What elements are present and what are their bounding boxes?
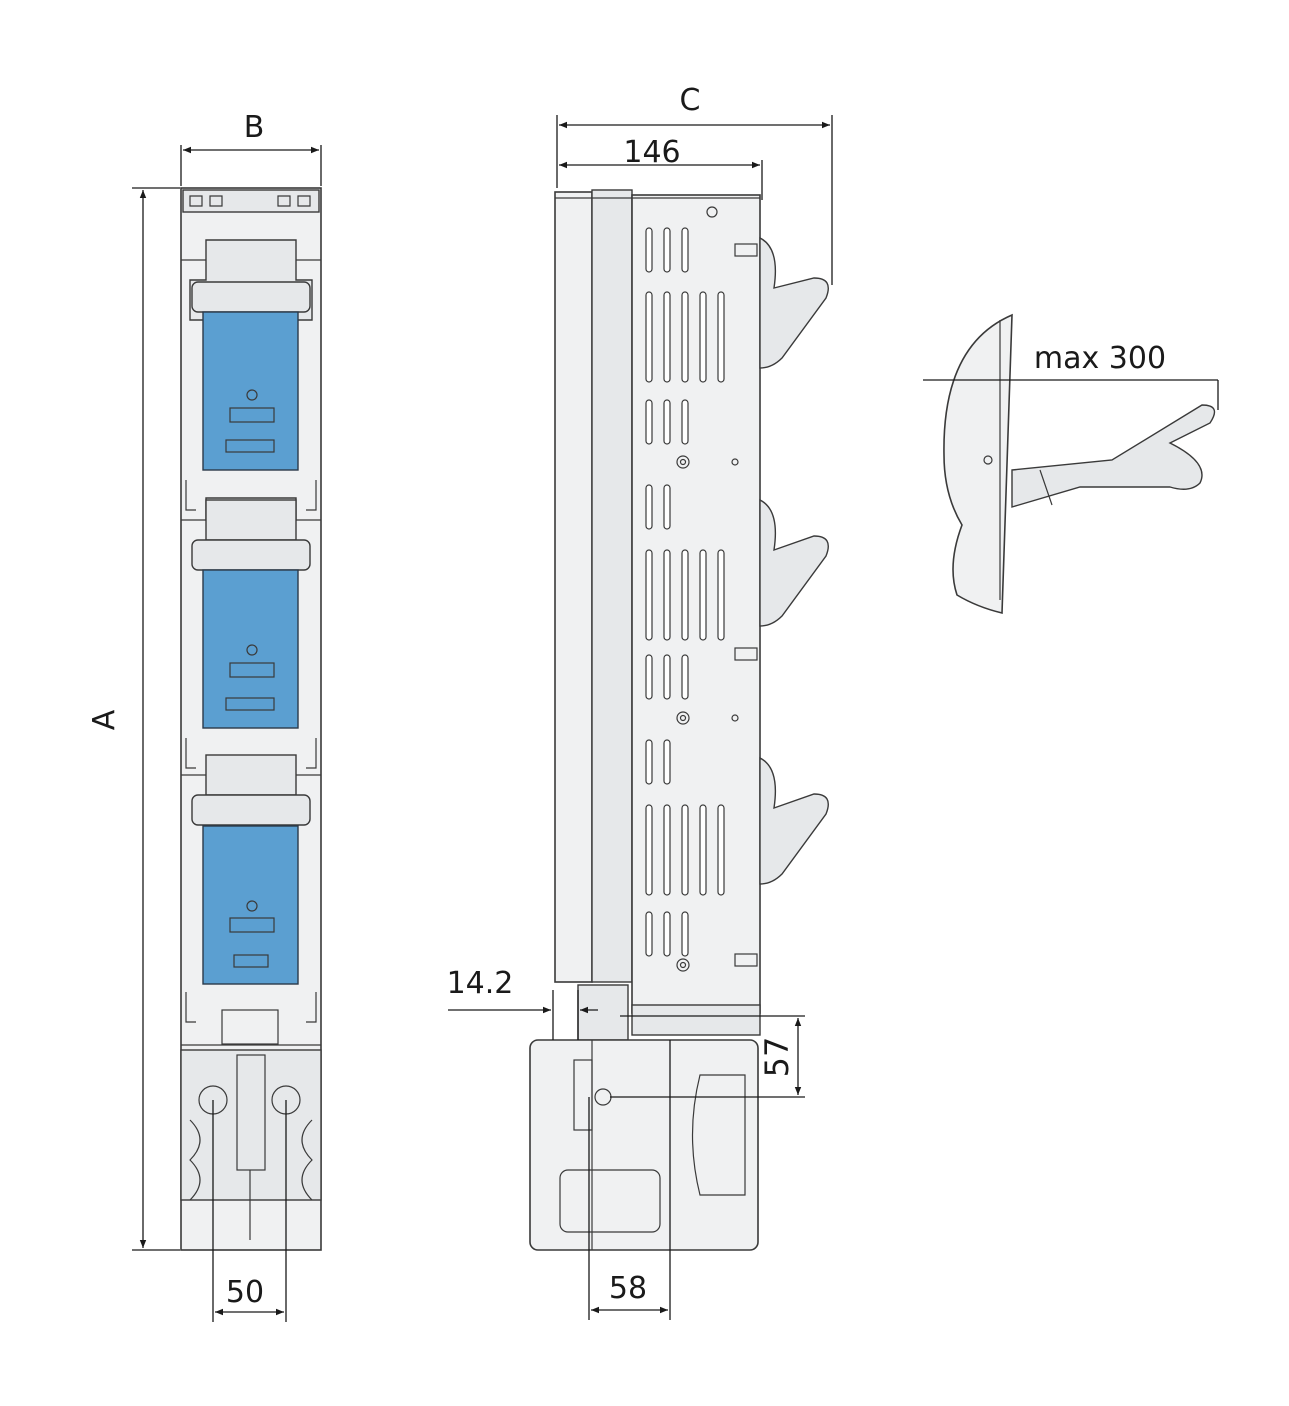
dimension-label-57: 57 — [758, 1037, 796, 1078]
dimension-label-146: 146 — [623, 135, 680, 170]
dimension-label-b: B — [244, 110, 265, 145]
dimension-label-14-2: 14.2 — [447, 966, 514, 1001]
dimension-label-50: 50 — [226, 1275, 264, 1310]
bottom-terminal — [180, 1049, 322, 1240]
vent-slots — [645, 227, 725, 957]
detail-view — [943, 313, 1216, 615]
side-base — [529, 984, 761, 1251]
dimension-label-a: A — [87, 709, 122, 730]
side-view — [529, 189, 829, 1251]
fuse-carrier-2 — [191, 499, 311, 729]
operating-handles — [759, 236, 829, 885]
side-clips — [185, 480, 317, 1045]
front-view — [180, 187, 322, 1251]
fuse-carrier-3 — [191, 754, 311, 985]
dimension-label-max-300: max 300 — [1034, 341, 1166, 376]
dimension-label-c: C — [680, 83, 701, 118]
dimension-lines — [132, 115, 1219, 1322]
dimension-label-58: 58 — [609, 1271, 647, 1306]
